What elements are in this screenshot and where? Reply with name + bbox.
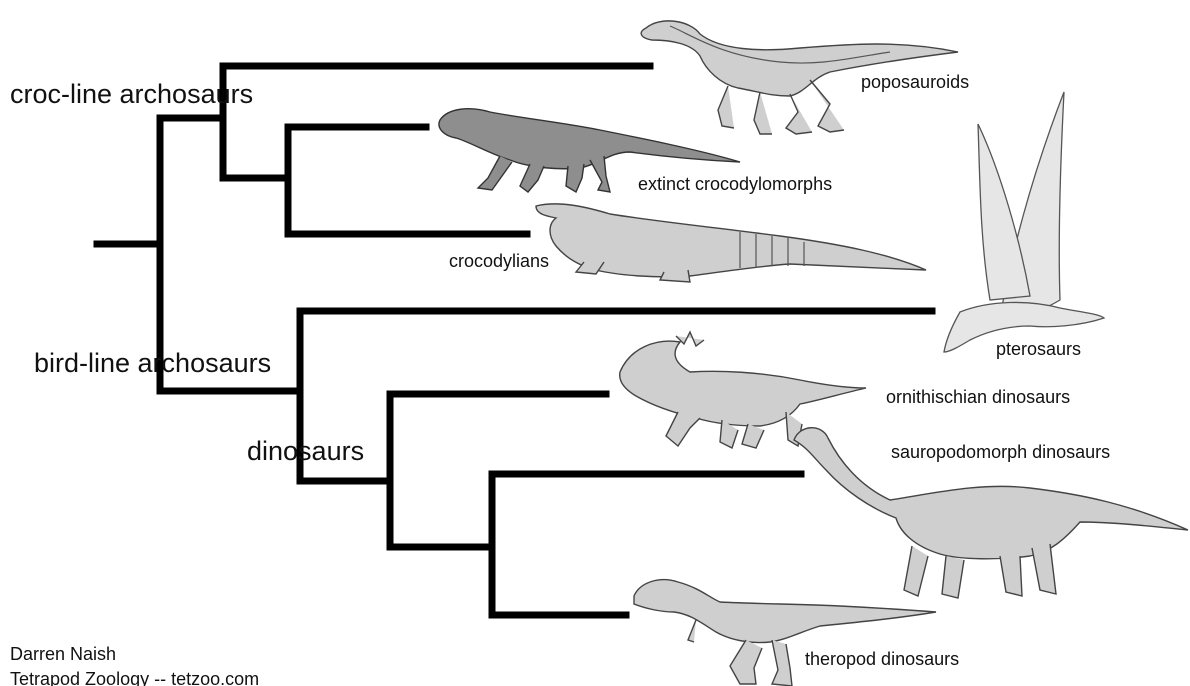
clade-label-bird-line: bird-line archosaurs bbox=[34, 348, 271, 378]
credit-source: Tetrapod Zoology -- tetzoo.com bbox=[10, 669, 259, 686]
theropod-illustration bbox=[634, 580, 936, 686]
crocodylian-illustration bbox=[536, 204, 926, 282]
clade-label-dinosaurs: dinosaurs bbox=[247, 436, 364, 466]
taxon-label-extinct-crocodylomorphs: extinct crocodylomorphs bbox=[638, 174, 832, 194]
taxon-label-pterosaurs: pterosaurs bbox=[996, 339, 1081, 359]
taxon-label-theropods: theropod dinosaurs bbox=[805, 649, 959, 669]
taxon-label-sauropodomorphs: sauropodomorph dinosaurs bbox=[891, 442, 1110, 462]
credit-author: Darren Naish bbox=[10, 644, 116, 664]
pterosaur-illustration bbox=[944, 92, 1104, 352]
clade-label-croc-line: croc-line archosaurs bbox=[10, 79, 253, 109]
taxon-label-ornithischians: ornithischian dinosaurs bbox=[886, 387, 1070, 407]
taxon-label-crocodylians: crocodylians bbox=[449, 251, 549, 271]
taxon-label-poposauroids: poposauroids bbox=[861, 72, 969, 92]
ornithischian-illustration bbox=[620, 332, 866, 448]
